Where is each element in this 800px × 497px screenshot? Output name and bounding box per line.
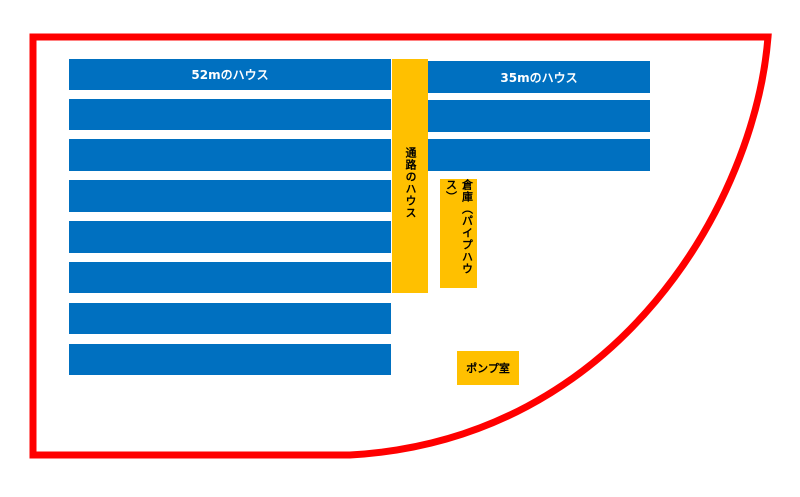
house-52m-row-8 bbox=[69, 344, 391, 375]
house-35m-row-2 bbox=[428, 100, 650, 132]
house-52m-row-6 bbox=[69, 262, 391, 293]
passage-label: 通路のハウス bbox=[404, 147, 417, 219]
house-52m-row-4 bbox=[69, 180, 391, 212]
house-52m-row-2 bbox=[69, 99, 391, 130]
passage-house: 通路のハウス bbox=[392, 59, 428, 293]
house-52m-row-7 bbox=[69, 303, 391, 334]
house-35m-label: 35mのハウス bbox=[500, 70, 578, 85]
pump-room: ポンプ室 bbox=[457, 351, 519, 385]
house-52m-row-5 bbox=[69, 221, 391, 253]
house-52m-label: 52mのハウス bbox=[191, 68, 269, 82]
house-52m-row-3 bbox=[69, 139, 391, 171]
storage-label: 倉庫（パイプハウス） bbox=[444, 179, 474, 275]
pump-label: ポンプ室 bbox=[466, 362, 510, 375]
house-52m-row-1: 52mのハウス bbox=[69, 59, 391, 90]
house-35m-row-3 bbox=[428, 139, 650, 171]
house-35m-row-1: 35mのハウス bbox=[428, 61, 650, 93]
storage-pipe-house: 倉庫（パイプハウス） bbox=[440, 179, 477, 288]
